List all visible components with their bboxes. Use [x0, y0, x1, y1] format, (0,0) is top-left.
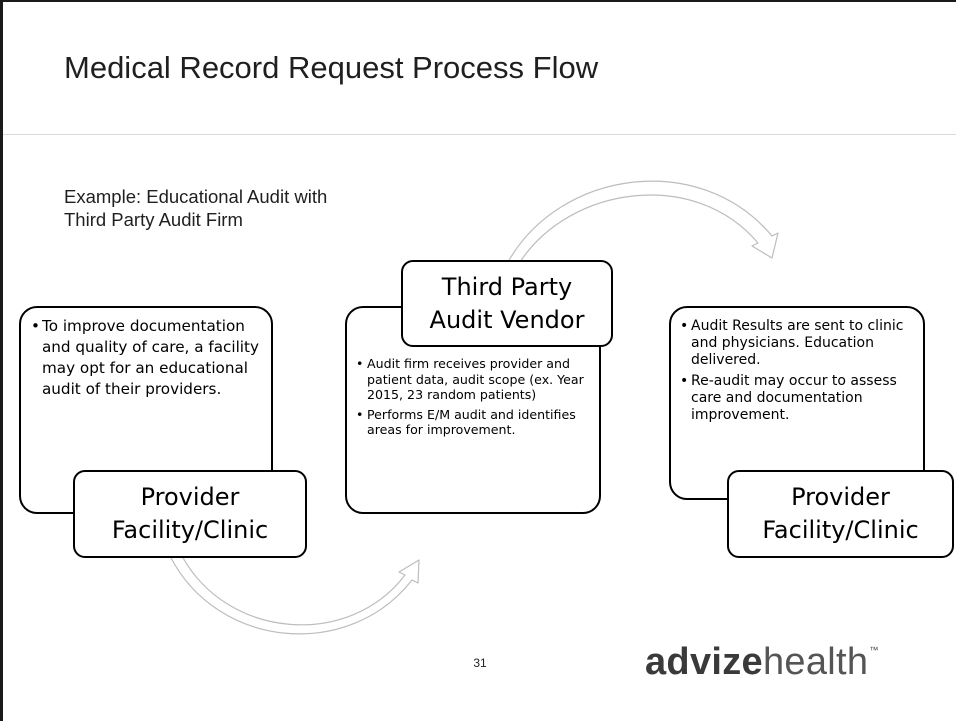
- slide-top-border: [0, 0, 956, 2]
- arrow-top-curved: [507, 180, 779, 263]
- provider-right-label-line-2: Facility/Clinic: [762, 516, 919, 544]
- bullet-item: Audit firm receives provider and patient…: [356, 356, 589, 403]
- provider-right-label-line-1: Provider: [791, 483, 890, 511]
- provider-left-label-line-2: Facility/Clinic: [111, 516, 269, 544]
- provider-left-bullets: To improve documentation and quality of …: [31, 316, 261, 400]
- provider-right-card: Audit Results are sent to clinic and phy…: [669, 306, 925, 500]
- page-number: 31: [473, 656, 487, 670]
- bullet-item: Audit Results are sent to clinic and phy…: [680, 318, 915, 369]
- vendor-label: Third Party Audit Vendor: [401, 260, 613, 347]
- provider-right-bullets: Audit Results are sent to clinic and phy…: [680, 318, 915, 424]
- logo-light-text: health: [762, 641, 869, 683]
- bullet-item: Performs E/M audit and identifies areas …: [356, 407, 589, 438]
- logo-bold-text: advize: [645, 641, 763, 683]
- slide-title: Medical Record Request Process Flow: [64, 50, 599, 85]
- title-divider: [3, 134, 956, 135]
- bullet-item: Re-audit may occur to assess care and do…: [680, 373, 915, 424]
- vendor-label-line-2: Audit Vendor: [429, 305, 585, 334]
- trademark-mark: ™: [869, 645, 879, 655]
- provider-right-label: Provider Facility/Clinic: [727, 470, 954, 558]
- provider-left-label-line-1: Provider: [140, 483, 240, 511]
- bullet-item: To improve documentation and quality of …: [31, 316, 261, 400]
- vendor-label-line-1: Third Party: [441, 272, 573, 301]
- advizehealth-logo: advizehealth™: [645, 641, 879, 684]
- slide-subtitle: Example: Educational Audit with Third Pa…: [64, 186, 328, 230]
- slide-left-border: [0, 0, 3, 721]
- provider-left-label: Provider Facility/Clinic: [73, 470, 307, 558]
- arrow-bottom-curved: [169, 555, 420, 635]
- vendor-bullets: Audit firm receives provider and patient…: [356, 356, 589, 438]
